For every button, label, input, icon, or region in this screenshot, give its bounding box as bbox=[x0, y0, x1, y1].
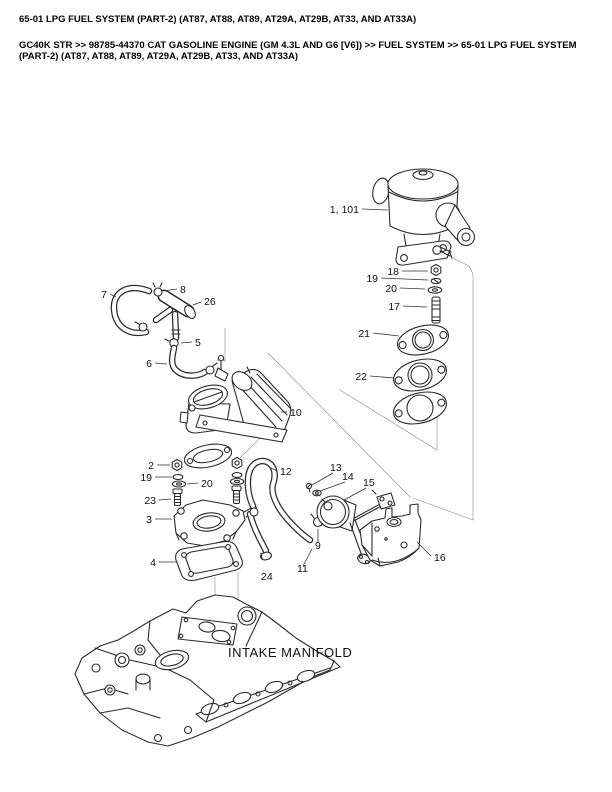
vacuum-hoses-drawing bbox=[244, 457, 324, 561]
svg-text:14: 14 bbox=[342, 471, 354, 483]
callout-21: 21 bbox=[358, 328, 400, 340]
svg-text:20: 20 bbox=[201, 478, 213, 490]
svg-text:19: 19 bbox=[140, 472, 152, 484]
breadcrumb: GC40K STR >> 98785-44370 CAT GASOLINE EN… bbox=[19, 39, 577, 63]
callout-18: 18 bbox=[387, 266, 428, 278]
svg-text:17: 17 bbox=[388, 301, 400, 313]
callout-9: 9 bbox=[315, 529, 321, 552]
page-title: 65-01 LPG FUEL SYSTEM (PART-2) (AT87, AT… bbox=[19, 14, 417, 25]
callout-19-top: 19 bbox=[366, 273, 429, 285]
svg-text:18: 18 bbox=[387, 266, 399, 278]
callout-1-101: 1, 101 bbox=[330, 204, 389, 216]
throttle-adapter-plate-drawing bbox=[173, 499, 257, 547]
callout-16: 16 bbox=[416, 541, 446, 564]
callout-14: 14 bbox=[319, 471, 354, 492]
callout-10: 10 bbox=[281, 407, 302, 419]
callouts: 1, 101 18 19 20 17 21 bbox=[101, 204, 446, 583]
svg-text:22: 22 bbox=[355, 371, 367, 383]
callout-4: 4 bbox=[150, 557, 177, 569]
svg-text:26: 26 bbox=[204, 296, 216, 308]
svg-text:12: 12 bbox=[280, 466, 292, 478]
vaporizer-fastener-stack-drawing bbox=[393, 263, 450, 425]
svg-text:24: 24 bbox=[261, 571, 273, 583]
svg-text:6: 6 bbox=[146, 358, 152, 370]
svg-text:21: 21 bbox=[358, 328, 370, 340]
callout-7: 7 bbox=[101, 289, 117, 301]
callout-20-lower: 20 bbox=[186, 478, 213, 490]
base-gasket-drawing bbox=[175, 540, 243, 582]
callout-13: 13 bbox=[311, 462, 342, 486]
callout-5: 5 bbox=[180, 337, 201, 349]
vaporizer-unit-drawing bbox=[372, 168, 476, 266]
callout-20-top: 20 bbox=[385, 283, 426, 295]
svg-text:23: 23 bbox=[144, 495, 156, 507]
svg-text:4: 4 bbox=[150, 557, 156, 569]
svg-text:11: 11 bbox=[297, 563, 308, 575]
svg-text:16: 16 bbox=[434, 552, 446, 564]
callout-17: 17 bbox=[388, 301, 428, 313]
svg-text:5: 5 bbox=[195, 337, 201, 349]
hose-and-fitting-group-drawing bbox=[110, 282, 218, 379]
svg-text:7: 7 bbox=[101, 289, 107, 301]
svg-text:13: 13 bbox=[330, 462, 342, 474]
intake-manifold-drawing bbox=[74, 594, 341, 747]
callout-11: 11 bbox=[297, 548, 313, 575]
svg-text:15: 15 bbox=[363, 477, 375, 489]
svg-text:19: 19 bbox=[366, 273, 378, 285]
page-header: 65-01 LPG FUEL SYSTEM (PART-2) (AT87, AT… bbox=[19, 14, 597, 63]
svg-text:10: 10 bbox=[290, 407, 302, 419]
mounting-bracket-drawing bbox=[359, 503, 422, 567]
adapter-gasket-drawing bbox=[183, 443, 233, 469]
callout-6: 6 bbox=[146, 358, 168, 370]
callout-22: 22 bbox=[355, 371, 395, 383]
svg-text:8: 8 bbox=[180, 284, 186, 296]
callout-26: 26 bbox=[192, 296, 216, 308]
screw-washer-drawing bbox=[305, 482, 322, 497]
diaphragm-lever-assembly-drawing bbox=[316, 489, 396, 565]
callout-12: 12 bbox=[270, 466, 292, 478]
callout-19-lower: 19 bbox=[140, 472, 172, 484]
callout-24: 24 bbox=[261, 571, 273, 583]
callout-2: 2 bbox=[148, 460, 170, 472]
svg-text:20: 20 bbox=[385, 283, 397, 295]
svg-text:3: 3 bbox=[146, 514, 152, 526]
callout-23: 23 bbox=[144, 495, 172, 507]
svg-text:2: 2 bbox=[148, 460, 154, 472]
callout-8: 8 bbox=[162, 284, 186, 296]
callout-15: 15 bbox=[343, 477, 375, 501]
governor-adapter-assembly-drawing bbox=[179, 354, 292, 443]
throttle-bolt-stacks-drawing bbox=[171, 456, 245, 507]
svg-text:1, 101: 1, 101 bbox=[330, 204, 359, 216]
svg-text:9: 9 bbox=[315, 540, 321, 552]
callout-3: 3 bbox=[146, 514, 172, 526]
intake-manifold-label: INTAKE MANIFOLD bbox=[228, 645, 352, 660]
